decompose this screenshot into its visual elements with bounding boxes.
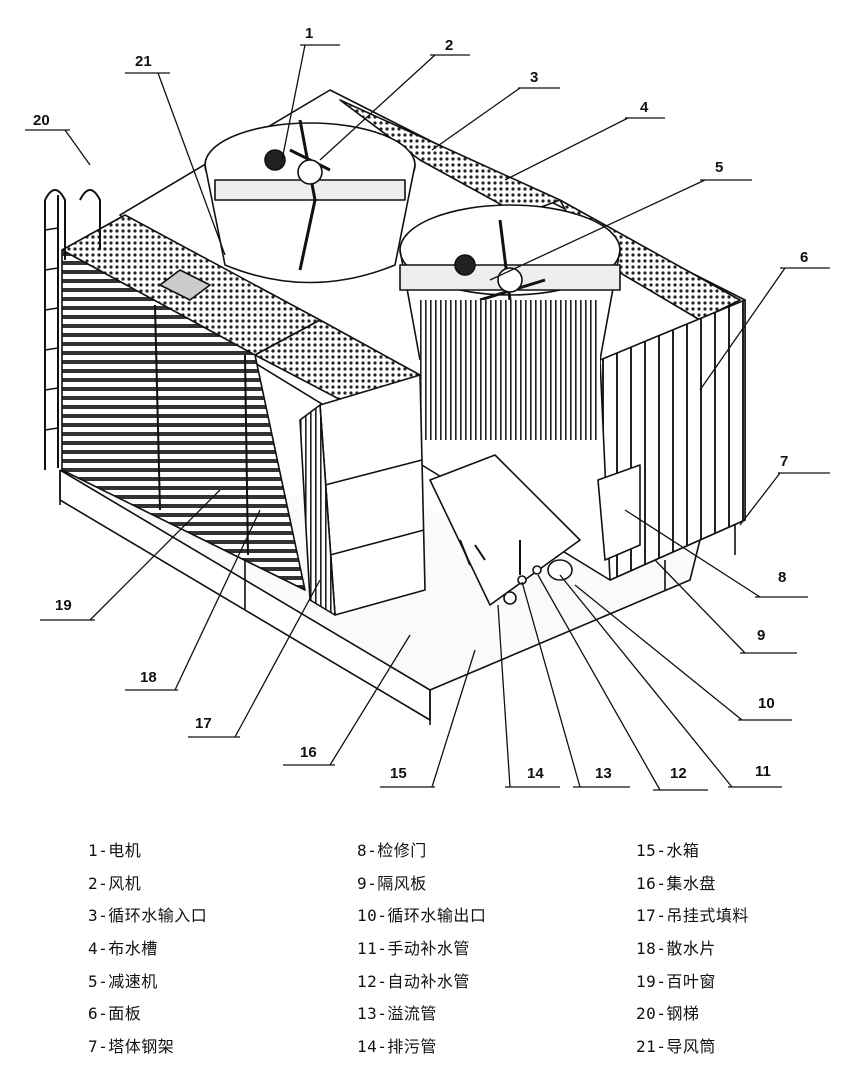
- motor-2: [454, 254, 476, 276]
- fill-pack: [319, 374, 426, 616]
- callout-4: 4: [640, 99, 649, 116]
- callout-7: 7: [780, 453, 788, 470]
- legend-item: 6-面板: [88, 1004, 142, 1024]
- legend-item: 10-循环水输出口: [357, 906, 487, 926]
- legend-item: 18-散水片: [636, 939, 716, 959]
- legend-item: 4-布水槽: [88, 939, 158, 959]
- legend-item: 3-循环水输入口: [88, 906, 208, 926]
- callout-labels: 1 2 3 4 5 6 7 8 9 10 11 12 13 14 15 16 1…: [33, 25, 808, 782]
- pipe-overflow: [503, 591, 517, 605]
- callout-2: 2: [445, 37, 453, 54]
- callout-6: 6: [800, 249, 808, 266]
- callout-9: 9: [757, 627, 765, 644]
- hanging-fill-right: [420, 300, 600, 440]
- callout-5: 5: [715, 159, 723, 176]
- callout-15: 15: [390, 765, 407, 782]
- legend-item: 9-隔风板: [357, 873, 427, 893]
- legend-column-1: 1-电机 2-风机 3-循环水输入口 4-布水槽 5-减速机 6-面板 7-塔体…: [88, 835, 207, 1064]
- callout-18: 18: [140, 669, 157, 686]
- pipe-outlet: [547, 559, 573, 581]
- legend-item: 1-电机: [88, 841, 142, 860]
- legend-item: 2-风机: [88, 873, 142, 893]
- leader-lines: [25, 44, 830, 791]
- legend-item: 20-钢梯: [636, 1004, 700, 1024]
- legend-column-3: 15-水箱 16-集水盘 17-吊挂式填料 18-散水片 19-百叶窗 20-钢…: [636, 835, 749, 1064]
- callout-13: 13: [595, 765, 612, 782]
- callout-17: 17: [195, 715, 212, 732]
- louver-cap: [159, 269, 211, 301]
- legend-item: 13-溢流管: [357, 1004, 437, 1024]
- pipe-auto-makeup: [532, 565, 542, 575]
- legend-item: 17-吊挂式填料: [636, 906, 749, 926]
- callout-1: 1: [305, 25, 313, 42]
- legend-item: 11-手动补水管: [357, 939, 470, 959]
- parts-legend: 1-电机 2-风机 3-循环水输入口 4-布水槽 5-减速机 6-面板 7-塔体…: [0, 835, 847, 1065]
- callout-8: 8: [778, 569, 786, 586]
- cooling-tower-diagram: 1 2 3 4 5 6 7 8 9 10 11 12 13 14 15 16 1…: [25, 25, 830, 791]
- callout-16: 16: [300, 744, 317, 761]
- callout-10: 10: [758, 695, 775, 712]
- legend-item: 12-自动补水管: [357, 971, 470, 991]
- tower-drawing: [44, 89, 746, 725]
- legend-item: 16-集水盘: [636, 873, 716, 893]
- legend-item: 7-塔体钢架: [88, 1037, 175, 1057]
- legend-column-2: 8-检修门 9-隔风板 10-循环水输出口 11-手动补水管 12-自动补水管 …: [357, 835, 486, 1064]
- callout-11: 11: [755, 763, 771, 780]
- callout-20: 20: [33, 112, 50, 129]
- callout-14: 14: [527, 765, 544, 782]
- legend-item: 15-水箱: [636, 841, 700, 860]
- legend-item: 14-排污管: [357, 1037, 437, 1057]
- access-door: [597, 464, 641, 561]
- callout-19: 19: [55, 597, 72, 614]
- frame-legs: [59, 470, 736, 725]
- legend-item: 19-百叶窗: [636, 971, 716, 991]
- legend-item: 8-检修门: [357, 841, 427, 860]
- legend-item: 5-减速机: [88, 971, 158, 991]
- callout-3: 3: [530, 69, 538, 86]
- callout-12: 12: [670, 765, 687, 782]
- callout-21: 21: [135, 53, 152, 70]
- legend-item: 21-导风筒: [636, 1037, 716, 1057]
- steel-ladder: [44, 195, 59, 470]
- louver-face: [61, 249, 306, 591]
- motor-1: [264, 149, 286, 171]
